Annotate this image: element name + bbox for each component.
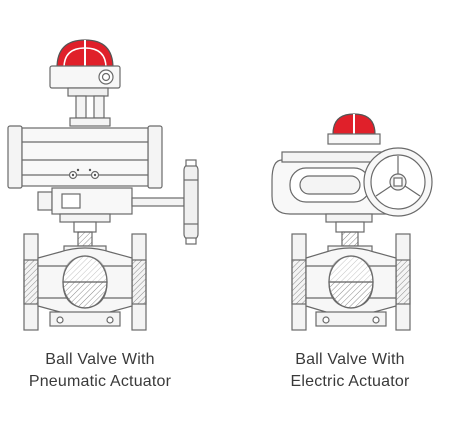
position-indicator-electric [327, 113, 381, 145]
valve-body-pneumatic [37, 247, 133, 327]
position-indicator-pneumatic [49, 39, 121, 89]
electric-valve-assembly [271, 113, 433, 331]
valve-stem-electric [327, 221, 373, 255]
electric-actuator-housing [271, 151, 393, 223]
flange-right-electric [395, 233, 411, 331]
pneumatic-actuator-body [7, 125, 163, 189]
handwheel-icon [183, 159, 199, 245]
manual-override-gearbox [37, 187, 185, 215]
flange-left-pneumatic [23, 233, 39, 331]
flange-left-electric [291, 233, 307, 331]
electric-handwheel-icon [363, 147, 433, 217]
caption-electric-line1: Ball Valve With [295, 351, 405, 368]
caption-pneumatic-line1: Ball Valve With [45, 351, 155, 368]
mounting-bracket [67, 87, 111, 127]
pneumatic-valve-assembly [7, 39, 199, 331]
valve-body-electric [305, 247, 397, 327]
caption-electric: Ball Valve With Electric Actuator [250, 349, 450, 393]
flange-right-pneumatic [131, 233, 147, 331]
caption-electric-line2: Electric Actuator [290, 373, 410, 390]
caption-pneumatic: Ball Valve With Pneumatic Actuator [0, 349, 200, 393]
caption-pneumatic-line2: Pneumatic Actuator [28, 373, 172, 390]
